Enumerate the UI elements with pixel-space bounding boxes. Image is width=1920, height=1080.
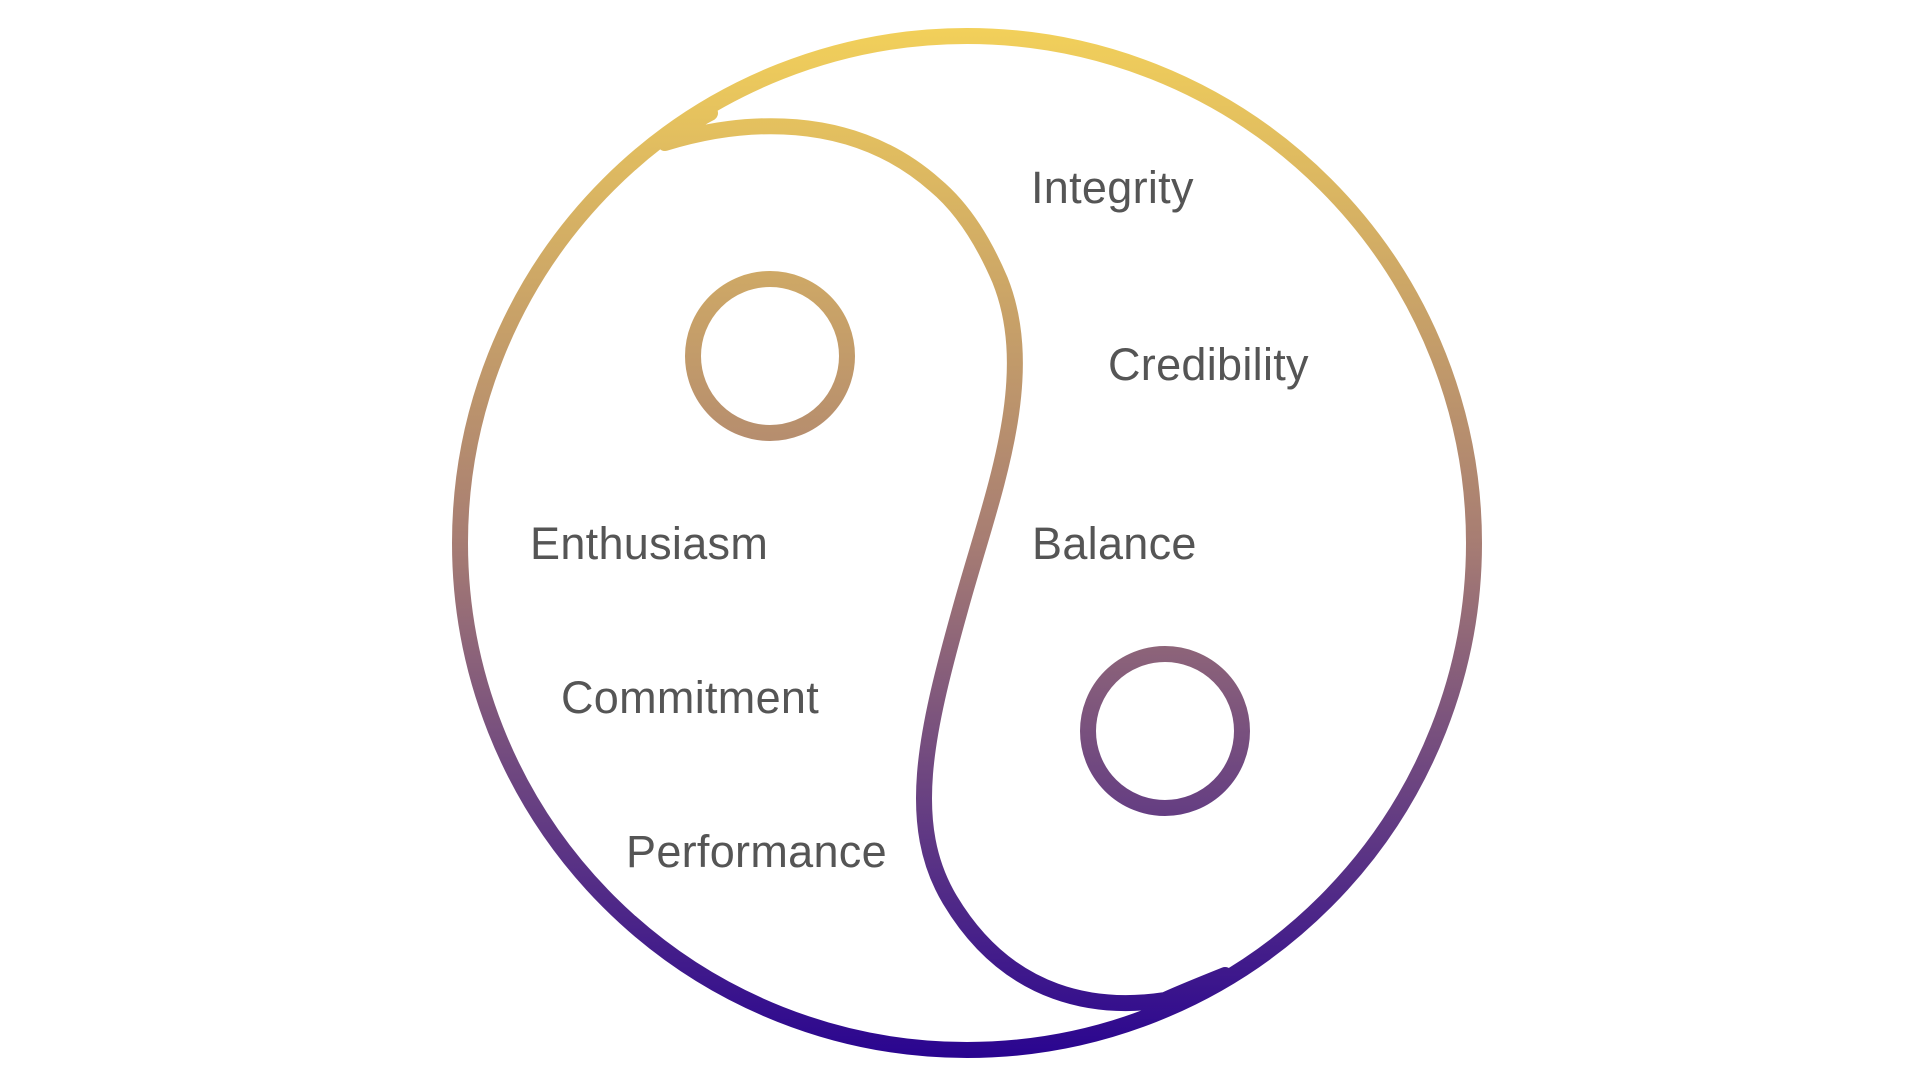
label-credibility: Credibility: [1108, 339, 1309, 390]
label-enthusiasm: Enthusiasm: [530, 518, 768, 569]
left-eye-ring: [685, 271, 855, 441]
label-performance: Performance: [626, 826, 887, 877]
outer-circle: [452, 28, 1482, 1058]
label-balance: Balance: [1032, 518, 1197, 569]
yin-yang-divider: [657, 105, 1233, 1012]
label-integrity: Integrity: [1031, 162, 1194, 213]
right-eye-ring: [1080, 646, 1250, 816]
label-commitment: Commitment: [561, 672, 819, 723]
